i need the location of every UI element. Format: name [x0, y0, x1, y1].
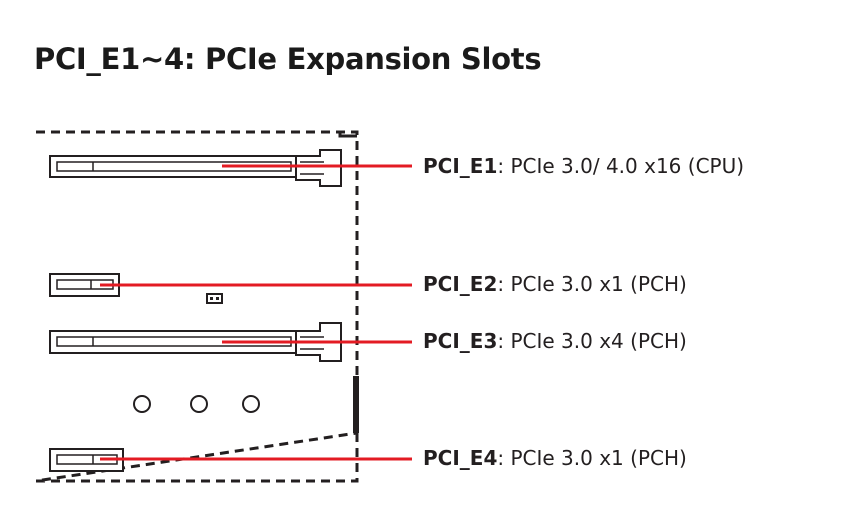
page-title: PCI_E1~4: PCIe Expansion Slots	[34, 42, 542, 76]
slot-label-3: PCI_E3: PCIe 3.0 x4 (PCH)	[423, 331, 687, 351]
slot-separator-3: :	[497, 329, 511, 353]
mounting-hole	[133, 395, 151, 413]
mounting-hole	[190, 395, 208, 413]
slot-separator-2: :	[497, 272, 511, 296]
board-outline	[35, 130, 359, 483]
slot-description-3: PCIe 3.0 x4 (PCH)	[510, 329, 687, 353]
two-pin-header	[206, 293, 223, 304]
slot-description-2: PCIe 3.0 x1 (PCH)	[510, 272, 687, 296]
slot-label-1: PCI_E1: PCIe 3.0/ 4.0 x16 (CPU)	[423, 156, 744, 176]
rear-io-bracket	[353, 376, 359, 433]
slot-name-4: PCI_E4	[423, 446, 498, 470]
slot-label-2: PCI_E2: PCIe 3.0 x1 (PCH)	[423, 274, 687, 294]
pcie-slot-3-latch-inner	[300, 336, 324, 350]
slot-name-1: PCI_E1	[423, 154, 498, 178]
pcie-slot-1	[49, 149, 342, 187]
slot-name-2: PCI_E2	[423, 272, 498, 296]
mounting-hole	[242, 395, 260, 413]
slot-label-4: PCI_E4: PCIe 3.0 x1 (PCH)	[423, 448, 687, 468]
slot-description-1: PCIe 3.0/ 4.0 x16 (CPU)	[510, 154, 745, 178]
board-corner-notch	[338, 131, 357, 138]
pcie-slot-1-latch	[295, 149, 342, 187]
slot-separator-4: :	[497, 446, 511, 470]
slot-description-4: PCIe 3.0 x1 (PCH)	[510, 446, 687, 470]
slot-name-3: PCI_E3	[423, 329, 498, 353]
pcie-slot-1-latch-inner	[300, 161, 324, 175]
slot-separator-1: :	[497, 154, 511, 178]
